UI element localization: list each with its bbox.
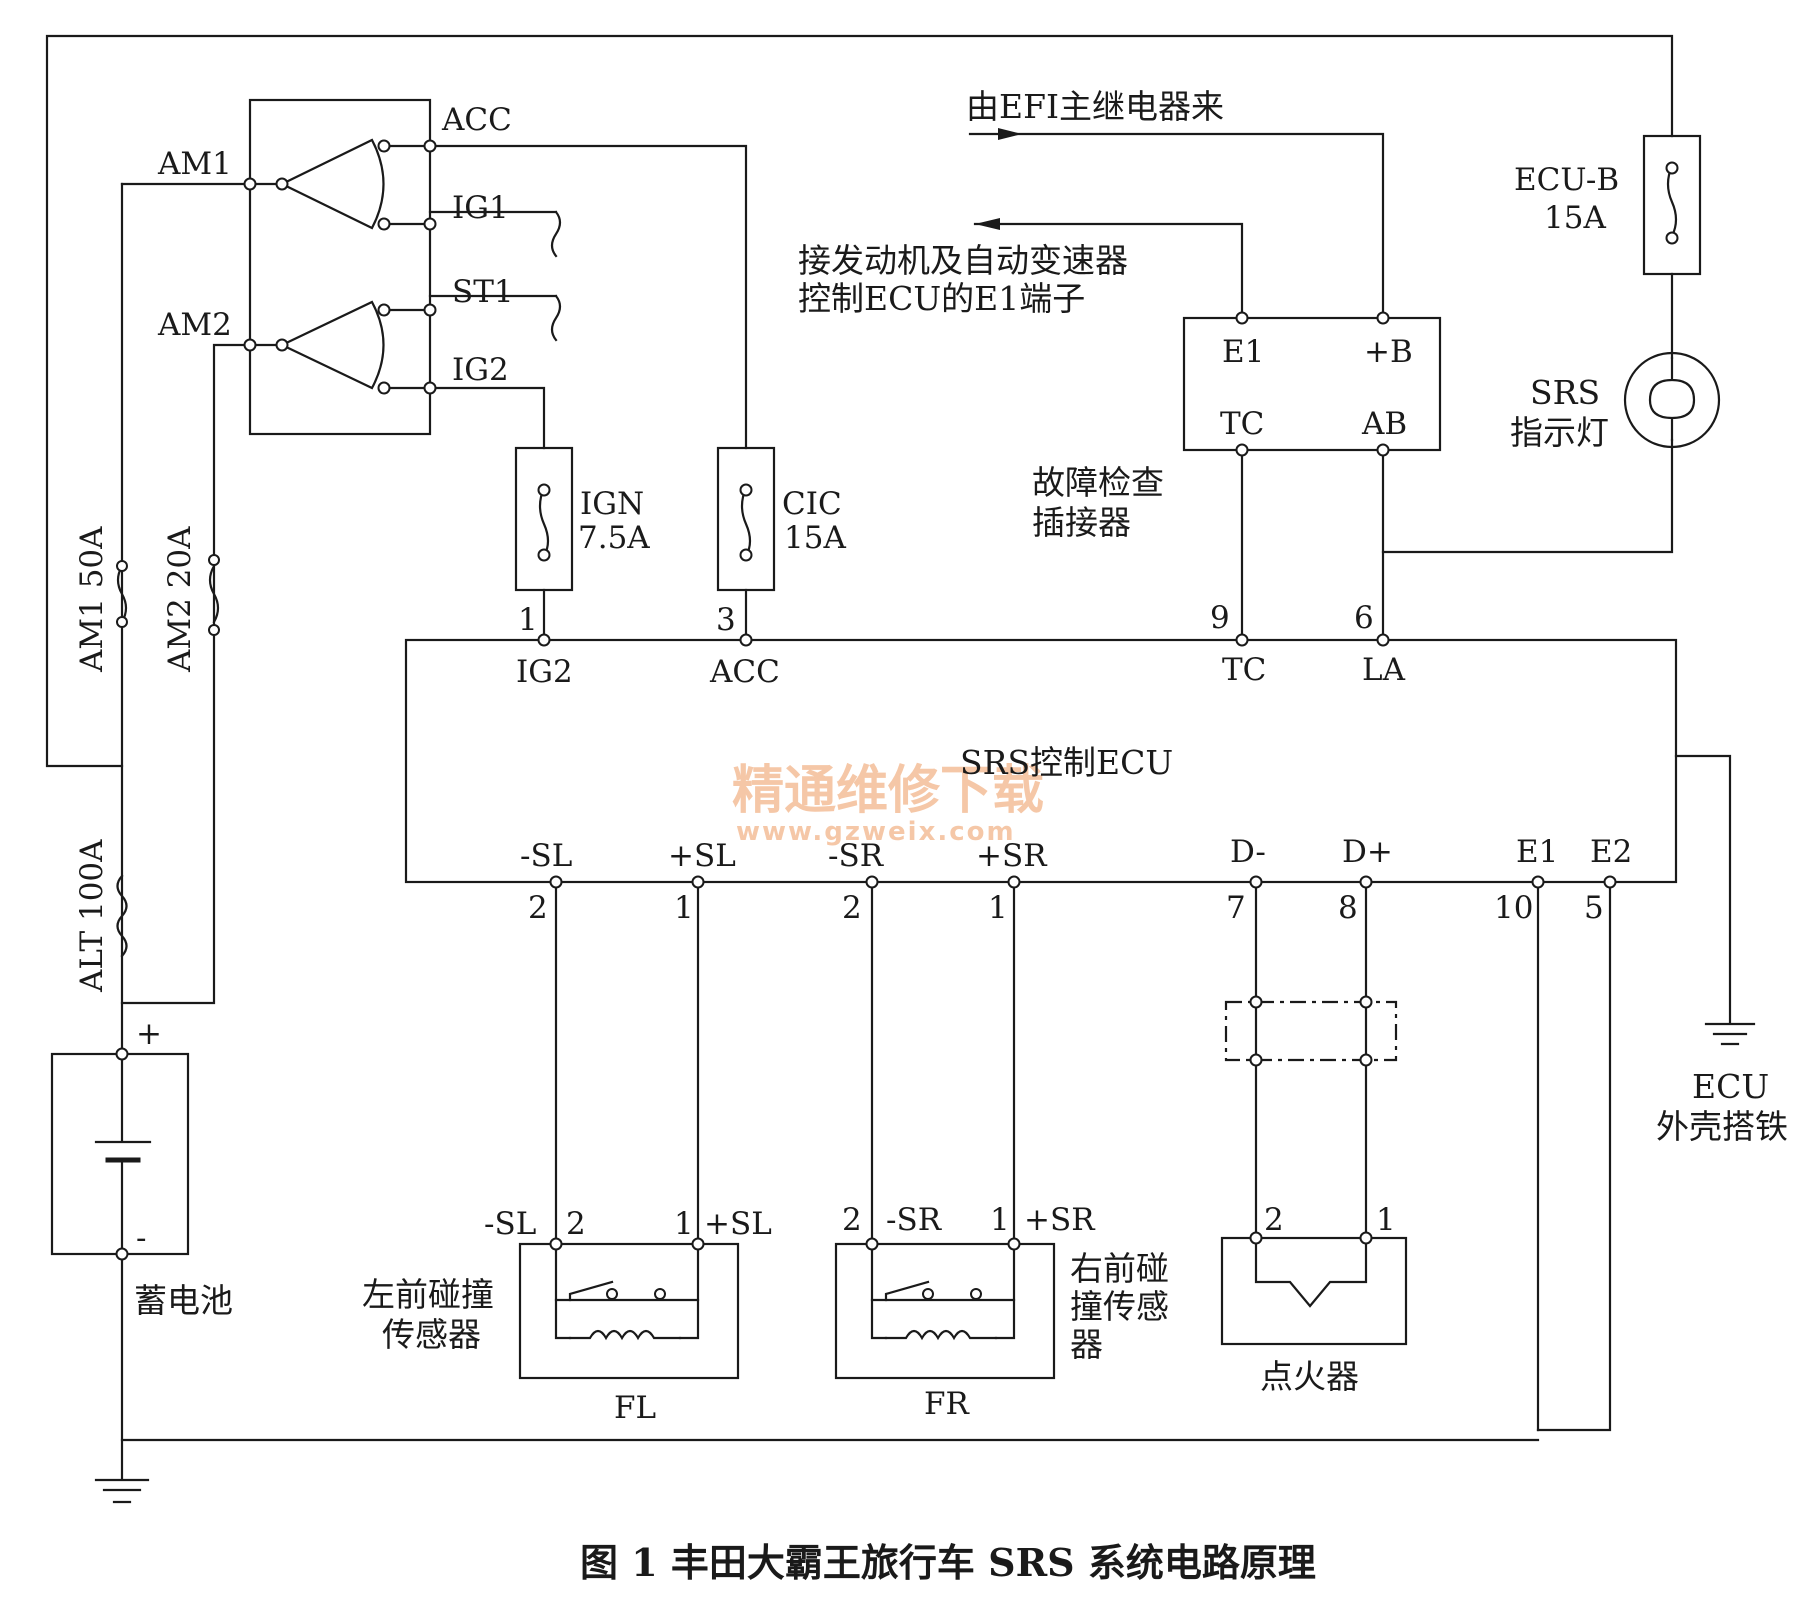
label-battery-plus: +: [136, 1016, 162, 1052]
srs-lamp: [1623, 351, 1721, 449]
ecu-pin-num-e1: 10: [1494, 890, 1533, 926]
sensor-fl-body: [518, 1242, 740, 1380]
label-fuse-ecub-name: ECU-B: [1514, 162, 1619, 198]
label-st1: ST1: [452, 274, 514, 310]
fr-name-3: 器: [1070, 1325, 1103, 1364]
label-acc-out: ACC: [441, 102, 512, 138]
ecu-pin-num-d-minus: 7: [1226, 890, 1246, 926]
ecu-pin-num-plus-sl: 1: [674, 890, 694, 926]
fl-pin-plus: 1: [674, 1206, 694, 1242]
fl-name-1: 左前碰撞: [362, 1275, 494, 1314]
fl-label-minus: -SL: [484, 1206, 536, 1242]
ecu-pin-name-d-plus: D+: [1342, 834, 1393, 870]
label-diag-name-2: 插接器: [1032, 503, 1131, 542]
ecu-pin-num-acc: 3: [716, 602, 736, 638]
ecu-pin-num-la: 6: [1354, 600, 1374, 636]
label-fuse-ecub-rating: 15A: [1544, 200, 1606, 236]
label-fuse-ign-name: IGN: [580, 486, 644, 522]
ecu-pin-num-plus-sr: 1: [988, 890, 1008, 926]
label-am1: AM1: [157, 146, 232, 182]
label-engine-ecu-1: 接发动机及自动变速器: [798, 241, 1128, 280]
label-diag-tc: TC: [1220, 406, 1264, 442]
ecu-pin-name-minus-sl: -SL: [520, 838, 572, 874]
fr-name-2: 撞传感: [1070, 1287, 1169, 1326]
ecu-pin-name-acc: ACC: [709, 654, 780, 690]
label-fuse-am2: AM2 20A: [162, 526, 198, 673]
label-srs-lamp-2: 指示灯: [1510, 413, 1609, 452]
fr-pin-plus: 1: [990, 1202, 1010, 1238]
fr-name-1: 右前碰: [1070, 1249, 1169, 1288]
inline-fuses: [116, 554, 220, 958]
ecu-pin-num-ig2: 1: [518, 602, 538, 638]
ecu-pin-name-plus-sr: +SR: [976, 838, 1048, 874]
label-ig1: IG1: [452, 190, 509, 226]
fr-label-plus: +SR: [1024, 1202, 1096, 1238]
label-diag-name-1: 故障检查: [1032, 463, 1164, 502]
label-diag-ab: AB: [1361, 406, 1407, 442]
ecu-title: SRS控制ECU: [960, 743, 1173, 782]
fl-name-2: 传感器: [382, 1315, 481, 1354]
watermark-text: 精通维修下载: [732, 761, 1044, 821]
ecu-pin-name-e2: E2: [1590, 834, 1632, 870]
label-ecu-ground-1: ECU: [1692, 1067, 1769, 1106]
igniter-pin-plus: 1: [1376, 1202, 1396, 1238]
fl-label-plus: +SL: [704, 1206, 772, 1242]
ecu-pin-num-minus-sr: 2: [842, 890, 862, 926]
srs-ecu-box: [404, 638, 1678, 884]
fl-code: FL: [614, 1390, 656, 1426]
sensor-fr-body: [834, 1242, 1056, 1380]
label-fuse-ign-rating: 7.5A: [578, 520, 650, 556]
fl-pin-minus: 2: [566, 1206, 586, 1242]
watermark-url: www.gzweix.com: [736, 817, 1016, 847]
label-ig2-out: IG2: [452, 352, 509, 388]
ecu-pin-name-minus-sr: -SR: [828, 838, 885, 874]
figure-caption: 图 1 丰田大霸王旅行车 SRS 系统电路原理: [580, 1540, 1316, 1585]
ecu-pin-num-d-plus: 8: [1338, 890, 1358, 926]
fr-pin-minus: 2: [842, 1202, 862, 1238]
ecu-pin-name-la: LA: [1362, 652, 1406, 688]
fr-label-minus: -SR: [886, 1202, 943, 1238]
igniter-pin-minus: 2: [1264, 1202, 1284, 1238]
igniter-label: 点火器: [1260, 1357, 1359, 1396]
label-fuse-alt: ALT 100A: [74, 839, 110, 993]
ecu-pin-num-minus-sl: 2: [528, 890, 548, 926]
ecu-pin-name-ig2: IG2: [516, 654, 573, 690]
label-srs-lamp-1: SRS: [1530, 373, 1600, 412]
label-fuse-am1: AM1 50A: [74, 526, 110, 673]
ecu-pin-name-e1: E1: [1516, 834, 1558, 870]
label-fuse-cic-rating: 15A: [784, 520, 846, 556]
label-diag-bplus: +B: [1364, 334, 1413, 370]
ecu-pin-name-tc: TC: [1222, 652, 1266, 688]
igniter-body: [1220, 1236, 1408, 1346]
label-battery-minus: -: [136, 1220, 146, 1256]
box-fuses: [514, 134, 1702, 592]
diag-connector-box: [1182, 316, 1442, 452]
fr-code: FR: [924, 1386, 971, 1422]
battery: [50, 1052, 190, 1256]
label-battery: 蓄电池: [134, 1281, 233, 1320]
terminal-dots: [115, 139, 1679, 1261]
ecu-pin-num-e2: 5: [1584, 890, 1604, 926]
label-efi-relay: 由EFI主继电器来: [966, 87, 1224, 126]
ecu-pin-num-tc: 9: [1210, 600, 1230, 636]
label-engine-ecu-2: 控制ECU的E1端子: [798, 279, 1085, 318]
label-fuse-cic-name: CIC: [782, 486, 842, 522]
ecu-pin-name-plus-sl: +SL: [668, 838, 736, 874]
igniter-connector-dashed: [1224, 1000, 1398, 1062]
ecu-pin-name-d-minus: D-: [1230, 834, 1266, 870]
label-am2: AM2: [157, 307, 232, 343]
label-diag-e1: E1: [1222, 334, 1264, 370]
label-ecu-ground-2: 外壳搭铁: [1656, 1107, 1788, 1146]
